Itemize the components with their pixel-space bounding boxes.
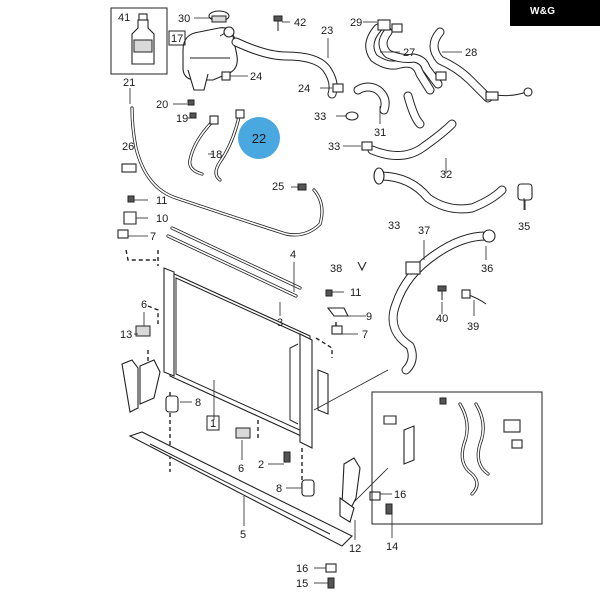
bolt-42 [273,15,283,31]
callout-20: 20 [156,99,168,111]
callout-29: 29 [350,17,362,29]
callout-10: 10 [156,213,168,225]
highlight-label: 22 [252,131,266,146]
callout-32: 32 [440,169,452,181]
callout-6a: 6 [141,299,147,311]
callout-41: 41 [118,12,130,24]
callout-11a: 11 [156,195,167,207]
expansion-tank [182,26,238,91]
callout-14: 14 [386,541,398,553]
expansion-tank-cap [208,10,230,23]
bolt-25 [297,183,307,191]
callout-13: 13 [120,329,132,341]
pipes-18-22 [188,109,245,182]
label-box-1 [206,415,220,431]
callout-23: 23 [321,25,333,37]
clamp-24 [332,83,344,93]
brand-logo-text: W&G [530,6,556,17]
splash-shield-5 [128,431,353,547]
callout-33a: 33 [314,111,326,123]
callout-16b: 16 [296,563,308,575]
callout-33c: 33 [388,220,400,232]
callout-36: 36 [481,263,493,275]
hoses-27-28 [365,19,533,103]
seal-strips-4 [166,226,302,298]
callout-7a: 7 [150,231,156,243]
hose-23 [231,37,338,99]
callout-28: 28 [465,47,477,59]
clamps-33 [345,111,373,151]
callout-1: 1 [210,418,216,430]
callout-40: 40 [436,313,448,325]
radiator [163,267,329,449]
callout-2: 2 [258,459,264,471]
hose-37 [388,231,491,375]
callout-19: 19 [176,113,188,125]
callout-38: 38 [330,263,342,275]
callout-27: 27 [403,47,415,59]
highlight-marker [238,117,280,159]
callout-12: 12 [349,543,361,555]
hose-31 [353,82,390,115]
callout-4: 4 [290,249,296,261]
callout-25: 25 [272,181,284,193]
callout-26: 26 [122,141,134,153]
callout-37: 37 [418,225,430,237]
bracket-12 [325,457,393,589]
clip-38 [357,261,367,272]
leader-lines [128,17,525,584]
callout-39: 39 [467,321,479,333]
callout-35: 35 [518,221,530,233]
callout-7b: 7 [362,329,368,341]
detail-inset [371,391,543,525]
guide-dashes [125,249,389,509]
callout-33b: 33 [328,141,340,153]
clamp-36 [482,229,496,243]
callout-31: 31 [374,127,386,139]
bleed-pipe-21 [130,106,324,237]
callout-18: 18 [210,149,222,161]
sensor-40 [437,285,447,300]
callout-5: 5 [240,529,246,541]
bracket-9 [325,289,349,335]
callout-30: 30 [178,13,190,25]
fitting-35 [517,183,533,210]
callout-8a: 8 [195,397,201,409]
callout-42: 42 [294,17,306,29]
brand-logo-badge [510,0,600,26]
clip-26 [121,163,137,173]
bracket-10 [117,195,137,239]
coolant-bottle [110,7,168,75]
callout-24a: 24 [250,71,262,83]
callout-6b: 6 [238,463,244,475]
lower-mounts [121,325,315,497]
callout-24b: 24 [298,83,310,95]
hose-32 [367,91,457,160]
callout-16a: 16 [394,489,406,501]
callout-8b: 8 [276,483,282,495]
callout-9: 9 [366,311,372,323]
callout-15: 15 [296,578,308,590]
callout-3: 3 [277,317,283,329]
label-box-17 [168,30,186,46]
sensor-39 [461,289,487,305]
callout-11b: 11 [350,287,361,299]
callout-numbers: 41 30 42 23 29 27 28 17 21 24 24 20 19 1… [118,12,530,590]
callout-17: 17 [171,33,183,45]
hose-33-lower [373,167,507,214]
callout-21: 21 [123,77,135,89]
